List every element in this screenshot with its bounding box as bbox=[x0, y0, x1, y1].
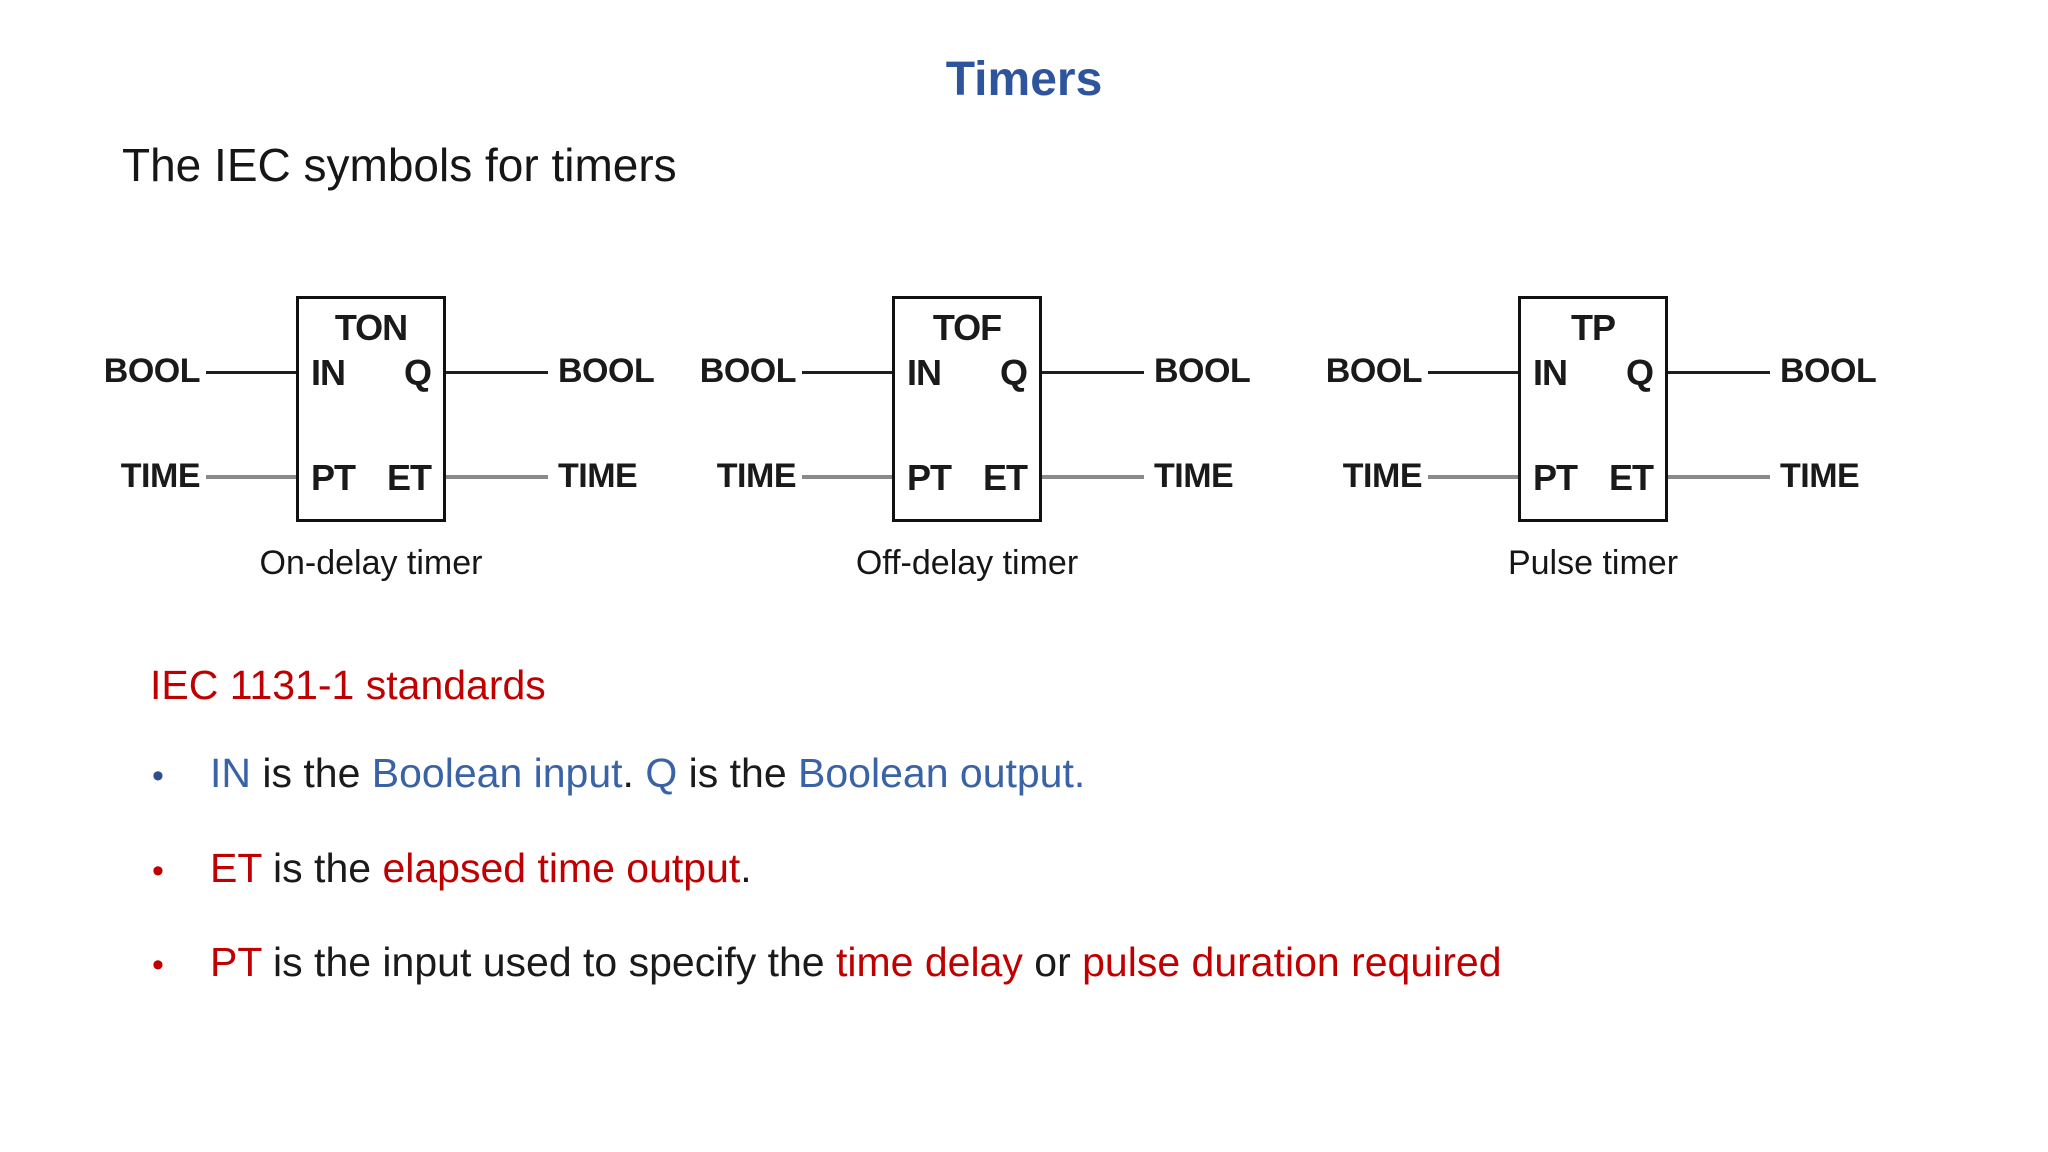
port-in-label: IN bbox=[1533, 352, 1568, 393]
port-q-label: Q bbox=[1625, 352, 1654, 393]
port-et-label: ET bbox=[1608, 457, 1654, 498]
input-type-bool: BOOL bbox=[699, 352, 797, 390]
bullet-segment: Q bbox=[645, 750, 678, 796]
wire-et-time bbox=[446, 475, 548, 479]
output-type-bool: BOOL bbox=[1780, 352, 1877, 390]
timer-diagram-tp: BOOL TIME TP IN Q PT ET BOOL TIME Pulse … bbox=[1318, 296, 1890, 596]
timer-box: TON IN Q PT ET bbox=[296, 296, 446, 522]
bullet-item-in-q: • IN is the Boolean input. Q is the Bool… bbox=[152, 750, 1085, 797]
bullet-marker: • bbox=[152, 852, 164, 890]
wire-time-pt bbox=[206, 475, 296, 479]
timer-name: TOF bbox=[932, 307, 1002, 348]
timer-caption: On-delay timer bbox=[259, 544, 483, 582]
wire-time-pt bbox=[1428, 475, 1518, 479]
page-title: Timers bbox=[945, 53, 1103, 106]
timer-diagram-ton: BOOL TIME TON IN Q PT ET BOOL TIME On-de… bbox=[96, 296, 668, 596]
wire-et-time bbox=[1042, 475, 1144, 479]
input-type-time: TIME bbox=[120, 457, 201, 495]
bullet-segment: . bbox=[740, 845, 752, 891]
bullet-segment: Boolean output. bbox=[798, 750, 1086, 796]
bullet-text: IN is the Boolean input. Q is the Boolea… bbox=[210, 750, 1085, 797]
bullet-item-pt: • PT is the input used to specify the ti… bbox=[152, 939, 1502, 986]
wire-q-bool bbox=[446, 371, 548, 374]
input-type-time: TIME bbox=[716, 457, 797, 495]
bullet-segment: elapsed time output bbox=[382, 845, 741, 891]
timer-caption: Pulse timer bbox=[1507, 544, 1679, 582]
bullet-segment: Boolean input bbox=[371, 750, 623, 796]
timer-name: TP bbox=[1570, 307, 1616, 348]
bullet-segment: is the bbox=[677, 750, 799, 796]
output-type-time: TIME bbox=[1154, 457, 1234, 495]
timer-box: TOF IN Q PT ET bbox=[892, 296, 1042, 522]
subtitle: The IEC symbols for timers bbox=[122, 139, 677, 191]
bullet-marker: • bbox=[152, 757, 164, 795]
port-pt-label: PT bbox=[311, 457, 356, 498]
port-q-label: Q bbox=[403, 352, 432, 393]
output-type-time: TIME bbox=[558, 457, 638, 495]
bullet-segment: or bbox=[1022, 939, 1083, 985]
bullet-segment: ET bbox=[210, 845, 262, 891]
bullet-segment: is the bbox=[261, 845, 383, 891]
timer-caption: Off-delay timer bbox=[855, 544, 1079, 582]
output-type-bool: BOOL bbox=[1154, 352, 1251, 390]
bullet-item-et: • ET is the elapsed time output. bbox=[152, 845, 752, 892]
bullet-text: ET is the elapsed time output. bbox=[210, 845, 752, 892]
port-pt-label: PT bbox=[1533, 457, 1578, 498]
input-type-bool: BOOL bbox=[103, 352, 201, 390]
bullet-marker: • bbox=[152, 946, 164, 984]
port-et-label: ET bbox=[982, 457, 1028, 498]
output-type-bool: BOOL bbox=[558, 352, 655, 390]
output-type-time: TIME bbox=[1780, 457, 1860, 495]
wire-et-time bbox=[1668, 475, 1770, 479]
input-type-bool: BOOL bbox=[1325, 352, 1423, 390]
bullet-segment: is the input used to specify the bbox=[261, 939, 836, 985]
wire-q-bool bbox=[1668, 371, 1770, 374]
wire-bool-in bbox=[802, 371, 892, 374]
timer-box: TP IN Q PT ET bbox=[1518, 296, 1668, 522]
bullet-segment: is the bbox=[251, 750, 372, 796]
bullet-segment: PT bbox=[210, 939, 262, 985]
timer-name: TON bbox=[334, 307, 408, 348]
wire-q-bool bbox=[1042, 371, 1144, 374]
bullet-segment: time delay bbox=[836, 939, 1023, 985]
timer-diagram-tof: BOOL TIME TOF IN Q PT ET BOOL TIME Off-d… bbox=[692, 296, 1264, 596]
bullet-text: PT is the input used to specify the time… bbox=[210, 939, 1502, 986]
port-in-label: IN bbox=[311, 352, 346, 393]
port-pt-label: PT bbox=[907, 457, 952, 498]
bullet-segment: IN bbox=[210, 750, 251, 796]
wire-bool-in bbox=[206, 371, 296, 374]
port-in-label: IN bbox=[907, 352, 942, 393]
wire-time-pt bbox=[802, 475, 892, 479]
bullet-segment: . bbox=[622, 750, 646, 796]
bullet-segment: pulse duration required bbox=[1082, 939, 1502, 985]
input-type-time: TIME bbox=[1342, 457, 1423, 495]
port-q-label: Q bbox=[999, 352, 1028, 393]
wire-bool-in bbox=[1428, 371, 1518, 374]
standards-heading: IEC 1131-1 standards bbox=[150, 662, 546, 708]
port-et-label: ET bbox=[386, 457, 432, 498]
